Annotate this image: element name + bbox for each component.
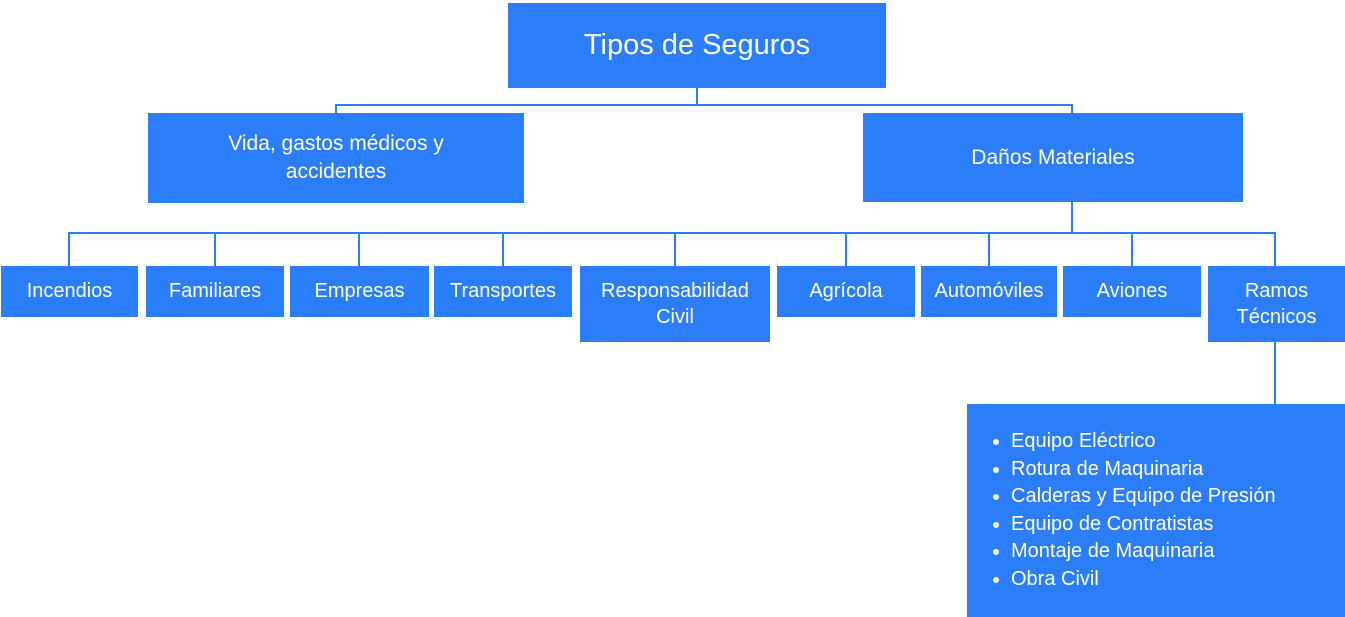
connector-title-down [696, 88, 698, 106]
node-ramos-tecnicos-detail: Equipo Eléctrico Rotura de Maquinaria Ca… [967, 404, 1345, 617]
node-label: Responsabilidad Civil [601, 279, 749, 328]
connector-drop-empresas [358, 232, 360, 266]
node-responsabilidad-civil: Responsabilidad Civil [580, 266, 770, 342]
node-agricola: Agrícola [777, 266, 915, 317]
connector-drop-transportes [502, 232, 504, 266]
connector-drop-danos [1071, 104, 1073, 114]
connector-drop-incendios [68, 232, 70, 266]
node-label: Familiares [168, 280, 262, 303]
connector-level2-horizontal [335, 104, 1073, 106]
node-aviones: Aviones [1063, 266, 1201, 317]
node-familiares: Familiares [146, 266, 284, 317]
connector-drop-familiares [214, 232, 216, 266]
connector-drop-automoviles [988, 232, 990, 266]
node-vida-gastos-medicos: Vida, gastos médicos y accidentes [148, 113, 524, 203]
connector-drop-aviones [1131, 232, 1133, 266]
node-tipos-de-seguros: Tipos de Seguros [508, 3, 886, 88]
list-item-equipo-contratistas: Equipo de Contratistas [1011, 511, 1276, 539]
connector-danos-down [1071, 202, 1073, 233]
node-label: Ramos Técnicos [1236, 279, 1317, 328]
node-label: Transportes [450, 280, 556, 303]
node-label: Vida, gastos médicos y accidentes [228, 132, 444, 183]
list-item-calderas-presion: Calderas y Equipo de Presión [1011, 483, 1276, 511]
node-automoviles: Automóviles [921, 266, 1057, 317]
node-empresas: Empresas [290, 266, 429, 317]
list-item-rotura-maquinaria: Rotura de Maquinaria [1011, 456, 1276, 484]
node-transportes: Transportes [434, 266, 572, 317]
list-item-montaje-maquinaria: Montaje de Maquinaria [1011, 538, 1276, 566]
node-label: Automóviles [934, 280, 1044, 303]
node-label: Incendios [26, 280, 113, 303]
list-item-equipo-electrico: Equipo Eléctrico [1011, 428, 1276, 456]
connector-drop-vida [335, 104, 337, 114]
connector-drop-agricola [845, 232, 847, 266]
node-incendios: Incendios [1, 266, 138, 317]
connector-drop-ramos [1274, 232, 1276, 266]
node-label: Tipos de Seguros [583, 29, 811, 62]
ramos-tecnicos-list: Equipo Eléctrico Rotura de Maquinaria Ca… [967, 428, 1286, 593]
node-danos-materiales: Daños Materiales [863, 113, 1243, 202]
connector-ramos-down [1274, 342, 1276, 404]
connector-level3-horizontal [68, 232, 1276, 234]
node-label: Aviones [1096, 280, 1168, 303]
node-ramos-tecnicos: Ramos Técnicos [1208, 266, 1345, 342]
node-label: Empresas [314, 280, 405, 303]
connector-drop-responsabilidad [674, 232, 676, 266]
list-item-obra-civil: Obra Civil [1011, 566, 1276, 594]
node-label: Daños Materiales [971, 145, 1135, 169]
node-label: Agrícola [809, 280, 883, 303]
